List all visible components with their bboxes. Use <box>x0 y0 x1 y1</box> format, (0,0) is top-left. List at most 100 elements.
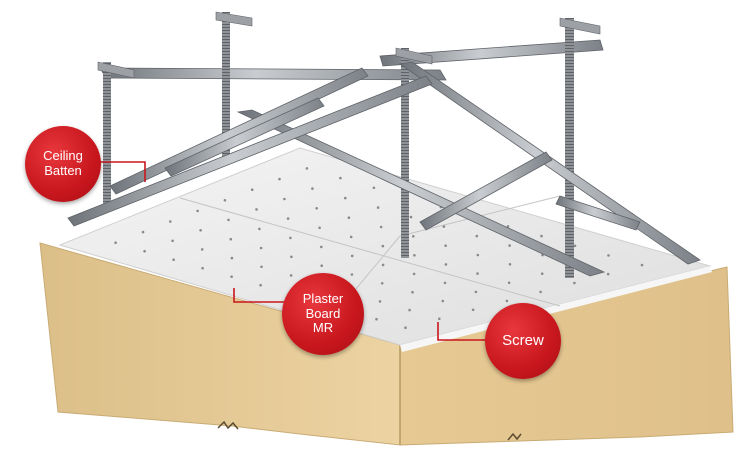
main-channel <box>398 61 701 265</box>
screw-dot <box>408 308 411 312</box>
screw-dot <box>344 196 347 200</box>
screw-dot <box>471 308 475 312</box>
screw-dot <box>349 235 353 239</box>
screw-dot <box>607 254 610 257</box>
screw-dot <box>573 281 576 285</box>
screw-dot <box>443 281 447 285</box>
screw-dot <box>283 197 286 201</box>
ceiling-batten <box>164 97 325 177</box>
screw-dot <box>305 167 309 170</box>
screw-dot <box>508 244 511 247</box>
screw-dot <box>169 220 172 223</box>
screw-dot <box>380 282 384 285</box>
screw-dot <box>508 263 512 266</box>
screw-dot <box>172 258 175 262</box>
screw-dot <box>199 229 202 232</box>
screw-dot <box>444 244 447 247</box>
screw-dot <box>476 272 479 275</box>
callout-ceiling-batten-label: Ceiling Batten <box>43 148 83 178</box>
screw-dot <box>230 256 234 260</box>
screw-dot <box>372 186 376 190</box>
leader-line-ceiling-batten <box>100 161 146 182</box>
ceiling-batten <box>67 75 433 227</box>
screw-dot <box>350 273 354 276</box>
screw-dot <box>196 209 199 213</box>
screw-dot <box>441 299 445 303</box>
screw-dot <box>227 218 230 222</box>
leader-line-screw <box>437 322 486 341</box>
screw-dot <box>404 326 407 330</box>
screw-dot <box>200 248 204 251</box>
screw-dot <box>286 217 290 220</box>
callout-screw-label: Screw <box>502 332 544 350</box>
screw-dot <box>278 177 281 181</box>
leader-line-plaster-board <box>233 288 284 303</box>
screw-dot <box>606 272 610 276</box>
screw-dot <box>540 234 543 238</box>
screw-dot <box>413 254 416 257</box>
screw-dot <box>143 249 146 253</box>
screw-dot <box>350 254 354 258</box>
screw-dot <box>201 266 204 270</box>
screw-dot <box>507 281 511 285</box>
screw-dot <box>378 300 382 303</box>
screw-dot <box>444 263 448 266</box>
screw-dot <box>347 216 351 219</box>
callout-plaster-board: Plaster Board MR <box>282 273 364 355</box>
screw-dot <box>505 299 509 303</box>
screw-dot <box>229 237 233 241</box>
screw-dot <box>289 236 292 240</box>
screw-dot <box>259 246 263 250</box>
top-channel <box>99 67 447 81</box>
screw-dot <box>290 255 293 259</box>
screw-dot <box>640 263 644 267</box>
main-channel <box>236 109 606 277</box>
screw-dot <box>320 245 323 249</box>
screw-dot <box>438 317 441 321</box>
screw-dot <box>230 275 233 279</box>
screw-dot <box>381 263 385 267</box>
screw-dot <box>259 283 262 287</box>
top-channel <box>379 39 604 67</box>
screw-dot <box>540 272 544 276</box>
screw-dot <box>573 244 577 248</box>
screw-dot <box>260 265 263 269</box>
screw-dot <box>320 264 324 268</box>
hanger-rod <box>215 11 253 162</box>
screw-dot <box>171 239 174 243</box>
screw-dot <box>476 253 480 257</box>
screw-dot <box>258 227 261 231</box>
screw-dot <box>114 241 117 244</box>
screw-dot <box>506 225 510 228</box>
callout-ceiling-batten: Ceiling Batten <box>25 126 101 202</box>
hanger-rod <box>395 47 433 258</box>
ceiling-batten <box>555 195 641 231</box>
torn-edge-left <box>217 420 239 430</box>
screw-dot <box>223 199 227 202</box>
screw-dot <box>376 206 380 209</box>
screw-dot <box>412 235 415 238</box>
screw-dot <box>539 290 542 294</box>
screw-dot <box>379 225 383 229</box>
ceiling-batten <box>109 67 369 195</box>
screw-dot <box>412 272 416 276</box>
screw-dot <box>411 290 414 294</box>
hanger-rod <box>97 61 135 207</box>
screw-dot <box>315 207 319 210</box>
screw-dot <box>255 208 258 211</box>
screw-dot <box>289 274 293 277</box>
screw-dot <box>409 215 413 219</box>
board-joint <box>179 197 561 307</box>
screw-dot <box>141 230 145 234</box>
screw-dot <box>474 290 478 294</box>
screw-dot <box>442 225 446 228</box>
callout-plaster-board-label: Plaster Board MR <box>302 290 344 336</box>
screw-dot <box>318 226 321 230</box>
screw-dot <box>311 187 314 190</box>
screw-dot <box>339 176 342 180</box>
screw-dot <box>250 188 254 191</box>
callout-screw: Screw <box>485 303 561 379</box>
torn-edge-right <box>507 432 522 441</box>
hanger-rod <box>559 17 601 278</box>
